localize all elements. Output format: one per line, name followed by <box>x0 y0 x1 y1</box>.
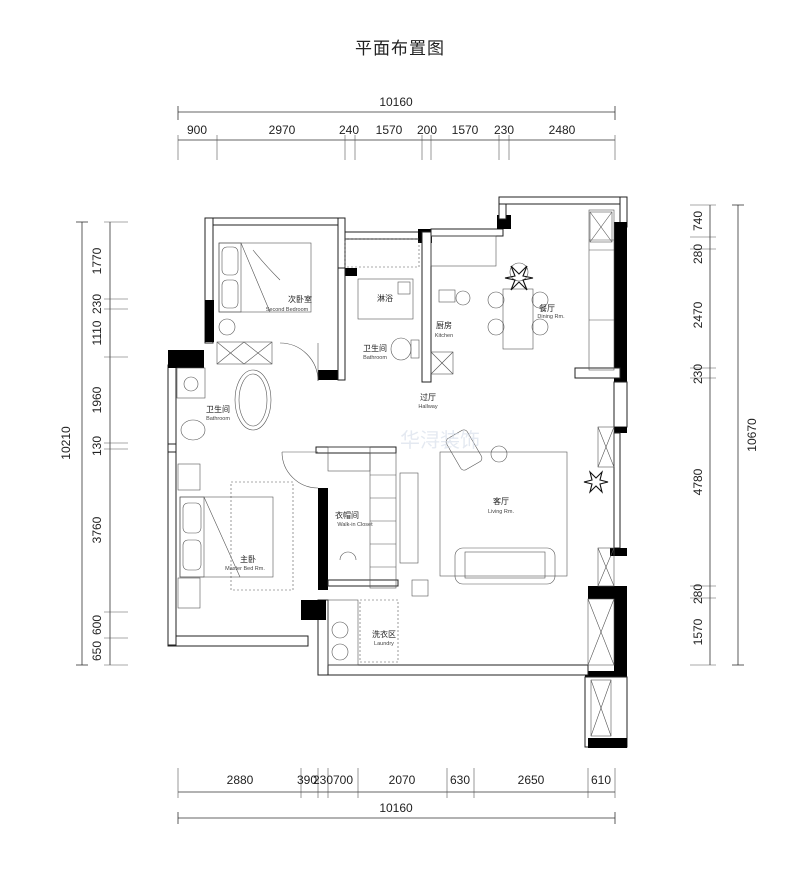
label-shower: 淋浴 <box>377 293 393 303</box>
left-seg-4: 1960 <box>90 386 104 413</box>
top-seg-1: 900 <box>187 123 207 137</box>
right-seg-5: 4780 <box>691 468 705 495</box>
label-walkin-en: Walk-in Closet <box>337 522 373 528</box>
label-dining-en: Dining Rm. <box>537 314 565 320</box>
label-kitchen-en: Kitchen <box>435 333 453 339</box>
label-hallway: 过厅 <box>420 392 436 402</box>
bottom-seg-5: 2070 <box>389 773 416 787</box>
right-seg-6: 280 <box>691 584 705 604</box>
door-swings <box>279 342 319 489</box>
page-title: 平面布置图 <box>355 39 445 59</box>
top-seg-3: 240 <box>339 123 359 137</box>
top-seg-5: 200 <box>417 123 437 137</box>
label-living: 客厅 <box>493 496 509 506</box>
right-dimensions: 10670 740 280 2470 230 4780 280 1570 <box>690 204 759 666</box>
right-seg-1: 740 <box>691 211 705 231</box>
label-second-bedroom: 次卧室 <box>288 294 312 304</box>
bottom-seg-7: 2650 <box>518 773 545 787</box>
bottom-total-dim: 10160 <box>379 801 413 815</box>
label-bathroom-a-en: Bathroom <box>363 355 387 361</box>
watermark: 华浔装饰 <box>400 428 480 452</box>
left-seg-8: 650 <box>90 641 104 661</box>
top-seg-6: 1570 <box>452 123 479 137</box>
top-total-dim: 10160 <box>379 95 413 109</box>
plant-icon <box>504 265 609 494</box>
bottom-seg-8: 610 <box>591 773 611 787</box>
right-seg-2: 280 <box>691 244 705 264</box>
top-seg-8: 2480 <box>549 123 576 137</box>
label-master-en: Master Bed Rm. <box>225 566 265 572</box>
left-seg-2: 230 <box>90 294 104 314</box>
label-bathroom-b-en: Bathroom <box>206 416 230 422</box>
bottom-seg-3: 230 <box>313 773 333 787</box>
label-bathroom-b: 卫生间 <box>206 404 230 414</box>
left-total-dim: 10210 <box>59 426 73 460</box>
bottom-seg-2: 390 <box>297 773 317 787</box>
label-living-en: Living Rm. <box>488 509 514 515</box>
top-seg-4: 1570 <box>376 123 403 137</box>
label-dining: 餐厅 <box>539 304 555 313</box>
top-seg-2: 2970 <box>269 123 296 137</box>
bottom-dimensions: 2880 390 230 700 2070 630 2650 610 10160 <box>177 768 616 824</box>
top-dimensions: 10160 900 2970 240 1570 200 1570 230 248… <box>177 95 616 160</box>
right-seg-7: 1570 <box>691 618 705 645</box>
top-seg-7: 230 <box>494 123 514 137</box>
right-seg-3: 2470 <box>691 301 705 328</box>
left-seg-7: 600 <box>90 615 104 635</box>
left-seg-3: 1110 <box>90 320 104 345</box>
room-labels: 次卧室 Second Bedroom 淋浴 卫生间 Bathroom 厨房 Ki… <box>206 293 565 647</box>
bottom-seg-4: 700 <box>333 773 353 787</box>
left-seg-1: 1770 <box>90 247 104 274</box>
furniture <box>176 209 615 737</box>
bottom-seg-1: 2880 <box>227 773 254 787</box>
label-master: 主卧 <box>240 554 256 564</box>
left-dimensions: 10210 1770 230 1110 1960 130 3760 600 65… <box>59 221 128 666</box>
label-second-bedroom-en: Second Bedroom <box>266 307 309 313</box>
left-seg-6: 3760 <box>90 516 104 543</box>
label-laundry-en: Laundry <box>374 641 394 647</box>
label-laundry: 洗衣区 <box>372 629 396 639</box>
bottom-seg-6: 630 <box>450 773 470 787</box>
label-kitchen: 厨房 <box>436 320 452 330</box>
label-bathroom-a: 卫生间 <box>363 343 387 353</box>
left-seg-5: 130 <box>90 436 104 456</box>
right-seg-4: 230 <box>691 364 705 384</box>
right-total-dim: 10670 <box>745 418 759 452</box>
label-walkin: 衣帽间 <box>335 510 359 520</box>
walls <box>167 196 628 748</box>
label-hallway-en: Hallway <box>418 404 438 410</box>
